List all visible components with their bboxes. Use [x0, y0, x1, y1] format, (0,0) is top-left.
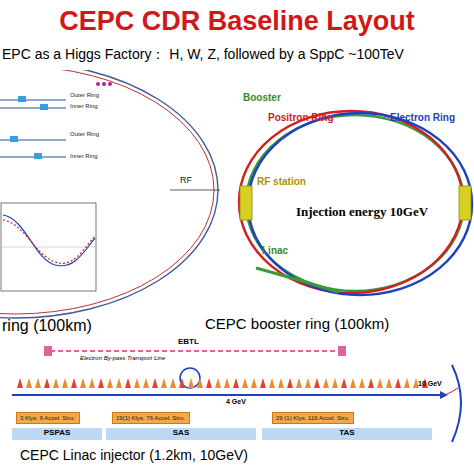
caption: ring (100km) — [2, 317, 92, 335]
klystron-symbol — [170, 378, 176, 388]
klystron-symbol — [161, 378, 167, 388]
klystron-symbol — [233, 378, 239, 388]
klystron-symbol — [89, 378, 95, 388]
klystron-symbol — [152, 378, 158, 388]
section-text: 29 (1) Klys. 116 Accel. Stru. — [276, 415, 350, 422]
rf-label: RF — [180, 176, 192, 186]
ring-label: Outer Ring — [70, 92, 99, 99]
klystron-symbol — [269, 378, 275, 388]
klystron-symbol — [260, 378, 266, 388]
klystron-symbol — [242, 378, 248, 388]
klystron-symbol — [368, 378, 374, 388]
klystron-symbol — [377, 378, 383, 388]
ring-label: Inner Ring — [70, 103, 98, 110]
booster-rings — [239, 111, 472, 295]
klystron-symbol — [251, 378, 257, 388]
klystron-symbol — [314, 378, 320, 388]
line-name: Electron By-pass Transport Line — [80, 355, 165, 362]
klystron-symbol — [62, 378, 68, 388]
klystron-symbol — [341, 378, 347, 388]
line-name: EBTL — [178, 338, 199, 347]
title: CEPC CDR Baseline Layout — [0, 6, 474, 37]
klystron-symbol — [125, 378, 131, 388]
klystron-symbol — [53, 378, 59, 388]
section-name: SAS — [173, 429, 189, 438]
klystron-symbol — [197, 378, 203, 388]
klystron-symbol — [188, 378, 194, 388]
section-text: 19(1) Klys. 76 Accel. Stru. — [116, 415, 186, 422]
section-box: 29 (1) Klys. 116 Accel. Stru. — [272, 412, 354, 424]
klystron-symbol — [80, 378, 86, 388]
klystron-symbol — [278, 378, 284, 388]
section-name: TAS — [339, 429, 354, 438]
energy-mark: 10 GeV — [418, 380, 442, 388]
ring-label: Inner Ring — [70, 153, 98, 160]
klystron-symbol — [35, 378, 41, 388]
klystron-symbol — [350, 378, 356, 388]
collider-ring — [0, 70, 218, 318]
klystron-symbol — [179, 378, 185, 388]
klystron-symbol — [134, 378, 140, 388]
collider-schematic — [0, 82, 220, 291]
klystron-symbol — [332, 378, 338, 388]
klystron-symbol — [215, 378, 221, 388]
klystron-symbol — [305, 378, 311, 388]
klystron-symbol — [359, 378, 365, 388]
section-name: PSPAS — [44, 429, 71, 438]
ring-label: Outer Ring — [70, 131, 99, 138]
klystron-symbol — [116, 378, 122, 388]
caption: CEPC Linac injector (1.2km, 10GeV) — [20, 448, 248, 463]
linac-drawing — [12, 346, 461, 442]
klystron-symbol — [386, 378, 392, 388]
klystron-symbol — [17, 378, 23, 388]
klystron-symbol — [296, 378, 302, 388]
klystron-symbol — [287, 378, 293, 388]
linac-label: Linac — [262, 245, 288, 256]
klystron-symbol — [26, 378, 32, 388]
klystron-symbol — [143, 378, 149, 388]
klystron-symbol — [404, 378, 410, 388]
klystron-symbol — [395, 378, 401, 388]
section-text: 3 Klys. 6 Accel. Stru. — [20, 415, 76, 422]
klystron-symbol — [98, 378, 104, 388]
klystron-symbol — [107, 378, 113, 388]
ring-name: Positron Ring — [268, 112, 334, 123]
station-label: RF station — [257, 176, 306, 187]
klystron-symbol — [224, 378, 230, 388]
ring-name: Electron Ring — [390, 112, 455, 123]
ring-name: Booster — [243, 92, 281, 103]
klystron-symbol — [71, 378, 77, 388]
klystron-symbol — [206, 378, 212, 388]
section-box: 3 Klys. 6 Accel. Stru. — [16, 412, 80, 424]
klystron-symbol — [44, 378, 50, 388]
subtitle: EPC as a Higgs Factory： H, W, Z, followe… — [2, 47, 404, 62]
energy-mark: 4 GeV — [226, 398, 246, 406]
caption: CEPC booster ring (100km) — [205, 316, 389, 333]
klystron-symbol — [323, 378, 329, 388]
energy-note: Injection energy 10GeV — [296, 205, 428, 219]
section-box: 19(1) Klys. 76 Accel. Stru. — [112, 412, 190, 424]
